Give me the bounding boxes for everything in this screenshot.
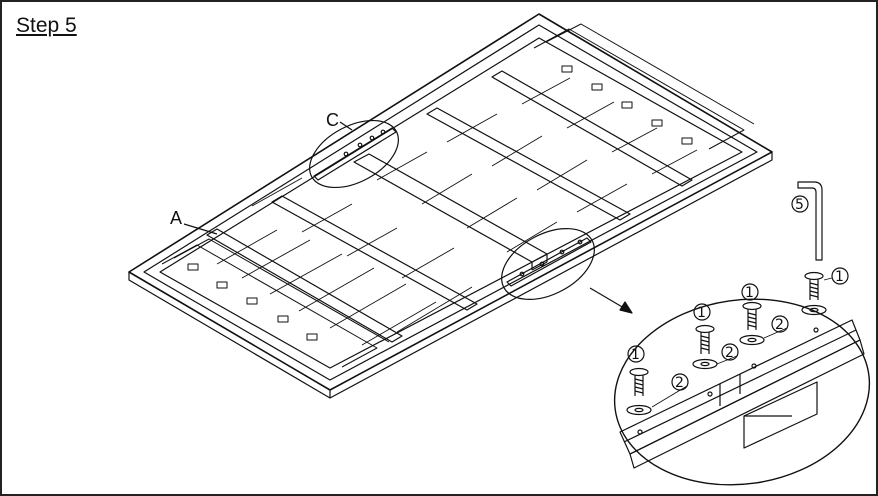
callout-bolt-number-3: 1 <box>745 285 754 301</box>
end-rails <box>161 23 755 368</box>
magnified-detail <box>613 298 871 486</box>
floor-lines <box>216 77 698 346</box>
callout-washer-number-1: 2 <box>675 375 684 391</box>
detail-arrow <box>589 287 633 314</box>
label-a: A <box>170 208 182 228</box>
allen-key-icon <box>797 181 823 261</box>
joint-plate-right <box>506 237 592 287</box>
label-a-leader <box>183 223 218 235</box>
callout-tool-number: 5 <box>795 197 804 213</box>
callout-circles <box>627 195 849 391</box>
callout-washer-number-3: 2 <box>775 317 784 333</box>
bolt-stack-1 <box>626 367 652 416</box>
callout-leaders <box>651 277 833 408</box>
callout-bolt-number-4: 1 <box>835 269 844 285</box>
step-title: Step 5 <box>16 14 77 37</box>
slats <box>206 70 693 343</box>
label-c: C <box>326 110 339 130</box>
detail-circle-joint <box>501 228 595 300</box>
callout-bolt-number-2: 1 <box>697 305 706 321</box>
callout-bolt-number-1: 1 <box>631 347 640 363</box>
detail-circle-c <box>309 119 399 189</box>
support-posts <box>187 65 693 341</box>
bolt-stack-4 <box>801 271 827 316</box>
bolt-stack-3 <box>739 301 765 346</box>
callout-washer-number-2: 2 <box>725 345 734 361</box>
label-c-leader <box>339 121 353 131</box>
